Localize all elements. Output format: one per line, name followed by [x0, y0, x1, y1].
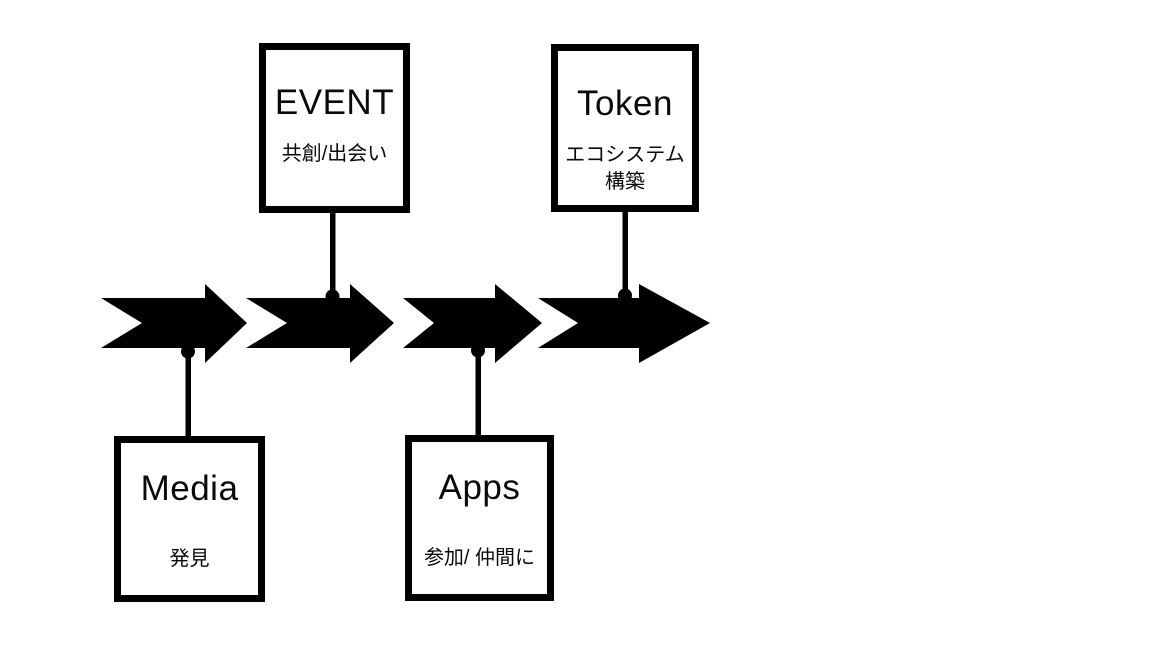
- chevron-arrow-icon-3: [403, 284, 542, 363]
- stage-box-event: EVENT 共創/出会い: [259, 43, 410, 213]
- stage-title-media: Media: [140, 469, 239, 508]
- stage-subtitle-apps: 参加/ 仲間に: [424, 545, 535, 572]
- stage-subtitle-event: 共創/出会い: [282, 141, 388, 168]
- connector-line-token: [622, 210, 628, 295]
- connector-dot-apps: [471, 343, 485, 358]
- chevron-arrow-icon-4: [538, 284, 710, 363]
- stage-subtitle-media: 発見: [170, 546, 210, 573]
- chevron-arrow-icon-2: [246, 284, 394, 363]
- stage-title-token: Token: [577, 84, 673, 123]
- chevron-arrow-icon-1: [101, 284, 247, 363]
- stage-subtitle-line: エコシステム: [565, 143, 685, 166]
- connector-dot-media: [181, 344, 195, 359]
- connector-dot-token: [618, 288, 632, 303]
- stage-subtitle-line: 共創/出会い: [281, 142, 388, 165]
- timeline-arrows: [101, 284, 710, 363]
- stage-subtitle-line: 構築: [605, 170, 645, 193]
- connector-line-event: [330, 211, 336, 296]
- stage-connectors: [181, 210, 632, 438]
- connector-dot-event: [325, 289, 340, 304]
- stage-box-media: Media 発見: [114, 436, 265, 602]
- connector-line-media: [185, 351, 191, 438]
- stage-subtitle-line: 発見: [169, 547, 210, 570]
- stage-title-event: EVENT: [274, 83, 395, 122]
- stage-box-token: Token エコシステム 構築: [551, 44, 699, 212]
- stage-subtitle-token: エコシステム 構築: [565, 142, 684, 196]
- stage-box-apps: Apps 参加/ 仲間に: [405, 435, 554, 601]
- connector-line-apps: [475, 350, 481, 437]
- stage-subtitle-line: 参加/ 仲間に: [423, 546, 536, 569]
- stage-title-apps: Apps: [438, 468, 521, 507]
